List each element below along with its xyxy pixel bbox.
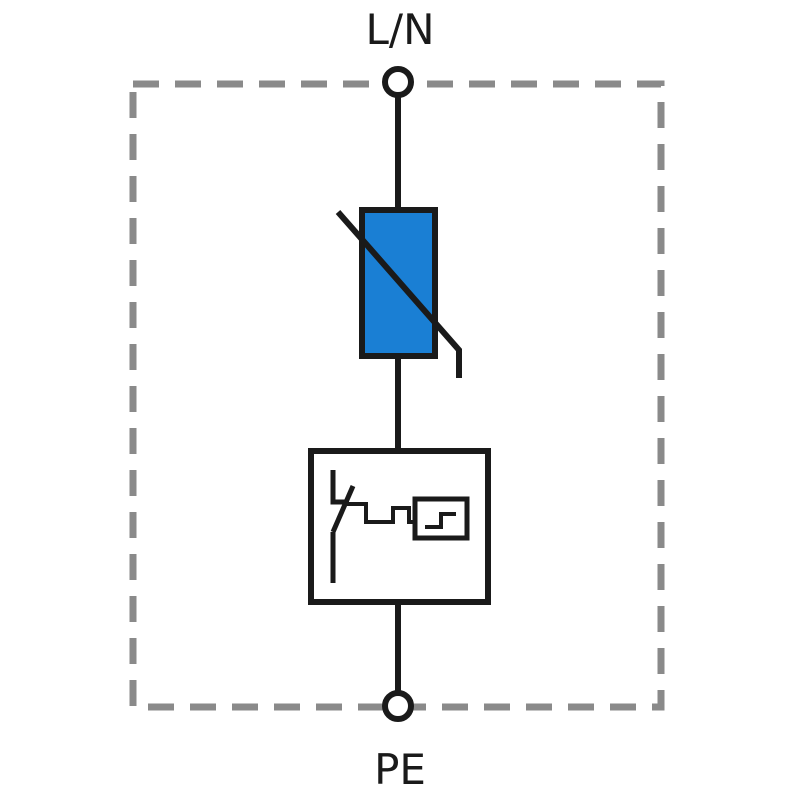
thermal-linkage bbox=[346, 502, 415, 524]
varistor-diagonal bbox=[335, 210, 462, 378]
switch-blade bbox=[330, 485, 356, 533]
terminal-top bbox=[382, 66, 414, 98]
varistor-symbol bbox=[335, 207, 462, 378]
thermal-element-step bbox=[425, 512, 456, 529]
terminal-label-ln: L/N bbox=[365, 5, 435, 54]
terminal-label-pe: PE bbox=[374, 745, 426, 794]
terminal-bottom bbox=[382, 690, 414, 722]
thermal-disconnector-symbol bbox=[308, 448, 491, 605]
